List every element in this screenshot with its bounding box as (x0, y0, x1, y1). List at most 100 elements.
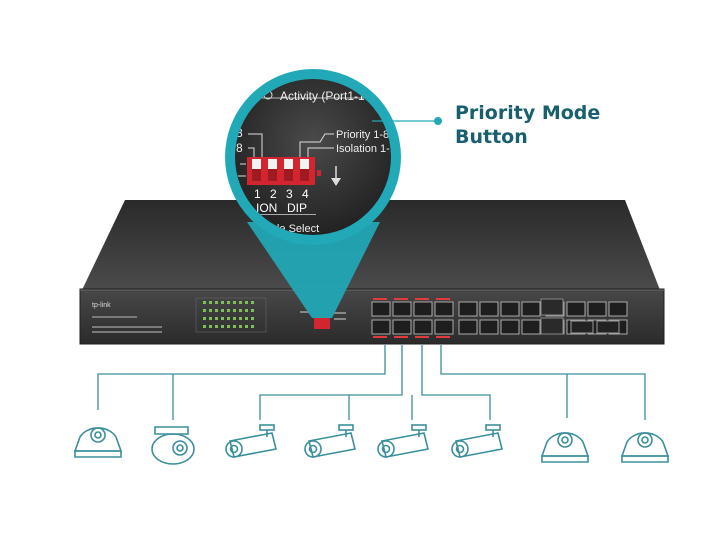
switch-top-face (82, 200, 660, 290)
led-indicator (233, 301, 236, 304)
rj45-port (500, 319, 520, 335)
rj45-port (413, 301, 433, 317)
led-indicator (233, 325, 236, 328)
callout-dot (434, 117, 442, 125)
led-indicator (209, 301, 212, 304)
led-indicator (227, 301, 230, 304)
port-marker (373, 336, 387, 338)
dip-number: 4 (302, 187, 309, 201)
led-indicator (245, 325, 248, 328)
activity-label: Activity (Port1-16 (280, 89, 372, 103)
dip-number: 1 (254, 187, 261, 201)
callout-line-2: Button (455, 126, 528, 148)
rj45-port (371, 301, 391, 317)
rj45-port (479, 301, 499, 317)
dip-number: 3 (286, 187, 293, 201)
cable-lines (97, 345, 646, 420)
dip-slot (252, 159, 261, 181)
dip-label: DIP (287, 201, 307, 215)
led-indicator (215, 309, 218, 312)
zoom-beam (247, 222, 380, 318)
rj45-port (566, 301, 586, 317)
dip-knob (252, 159, 261, 169)
on-label: ION (256, 201, 277, 215)
led-indicator (245, 317, 248, 320)
led-indicator (251, 325, 254, 328)
switch-brand-label: tp-link (92, 302, 111, 309)
rj45-port (521, 319, 541, 335)
dip-slot (300, 159, 309, 181)
rj45-port (392, 301, 412, 317)
led-indicator (251, 317, 254, 320)
rj45-port (587, 301, 607, 317)
dip-knob (300, 159, 309, 169)
led-indicator (221, 317, 224, 320)
port-marker (394, 298, 408, 300)
zoom-contents: Activity (Port1-16 8 8 Priority 1-8 Isol… (235, 89, 402, 235)
led-indicator (251, 301, 254, 304)
bullet-camera-icon (225, 424, 277, 458)
led-indicator (221, 309, 224, 312)
led-indicator (245, 301, 248, 304)
dip-number: 2 (270, 187, 277, 201)
callout-title: Priority Mode Button (455, 101, 655, 149)
dome-camera-icon (620, 432, 670, 463)
rj45-port (500, 301, 520, 317)
rj45-port (392, 319, 412, 335)
rj45-port (434, 301, 454, 317)
port-marker (436, 298, 450, 300)
led-indicator (215, 301, 218, 304)
rj45-port (479, 319, 499, 335)
led-indicator (215, 317, 218, 320)
led-indicator (227, 325, 230, 328)
front-dip-switch (314, 317, 330, 329)
bullet-camera-icon (304, 424, 356, 458)
bullet-camera-icon (377, 424, 429, 458)
led-indicator (221, 301, 224, 304)
rj45-port (458, 301, 478, 317)
led-indicator (233, 309, 236, 312)
port-markers (373, 298, 450, 338)
dome-camera-icon (73, 427, 123, 458)
led-indicator (245, 309, 248, 312)
led-indicator (239, 317, 242, 320)
rj45-port (371, 319, 391, 335)
port-marker (415, 336, 429, 338)
led-indicator (251, 309, 254, 312)
led-indicator (227, 317, 230, 320)
port-marker (394, 336, 408, 338)
led-indicator (203, 317, 206, 320)
left-digit-top: 8 (236, 126, 243, 140)
rj45-port (608, 301, 628, 317)
dip-slot (268, 159, 277, 181)
led-indicator (203, 325, 206, 328)
port-marker (436, 336, 450, 338)
led-indicator (215, 325, 218, 328)
zoom-magnifier: Activity (Port1-16 8 8 Priority 1-8 Isol… (225, 69, 402, 245)
rj45-port (413, 319, 433, 335)
rj45-port (434, 319, 454, 335)
dome-camera-icon (540, 432, 590, 463)
led-indicator (209, 317, 212, 320)
priority-label: Priority 1-8 (336, 129, 389, 141)
dip-knob (268, 159, 277, 169)
led-indicator (239, 309, 242, 312)
rj45-port (521, 301, 541, 317)
led-indicator (233, 317, 236, 320)
led-indicator (227, 309, 230, 312)
dip-knob (284, 159, 293, 169)
dome-camera-icon (151, 426, 195, 465)
dip-switch-knobs (252, 159, 309, 181)
left-digit-bottom: 8 (236, 141, 243, 155)
rj45-port (458, 319, 478, 335)
port-marker (373, 298, 387, 300)
led-panel (195, 297, 267, 333)
isolation-label: Isolation 1-16 (336, 143, 402, 155)
led-indicator (203, 301, 206, 304)
led-indicator (203, 309, 206, 312)
callout-line-1: Priority Mode (455, 102, 601, 124)
port-marker (415, 298, 429, 300)
